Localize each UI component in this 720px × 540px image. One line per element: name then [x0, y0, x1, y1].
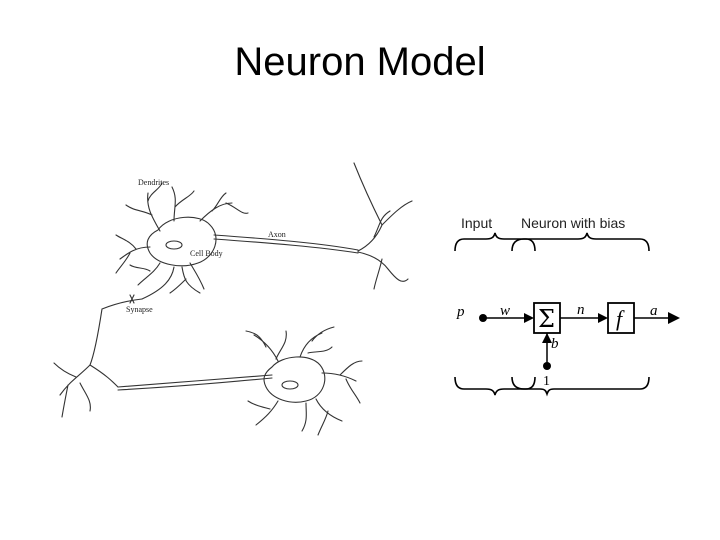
neuron-brace-top [511, 232, 650, 252]
net-symbol-n: n [577, 302, 585, 318]
transfer-symbol-f: f [616, 306, 625, 331]
neuron-brace-bottom [511, 376, 650, 397]
bias-symbol-b: b [551, 336, 559, 352]
bias-node [543, 362, 551, 370]
input-brace-bottom [454, 376, 536, 396]
output-symbol-a: a [650, 303, 658, 319]
neuron-header: Neuron with bias [521, 215, 625, 231]
input-symbol-p: p [456, 304, 465, 320]
cell-body-label: Cell Body [190, 249, 223, 258]
weight-symbol-w: w [500, 303, 510, 319]
biological-neuron-diagram: Dendrites Axon Cell Body Synapse [53, 162, 413, 436]
lower-axon [117, 374, 273, 388]
upper-axon [213, 234, 359, 251]
slide-title: Neuron Model [234, 40, 486, 84]
lower-nucleus [281, 380, 299, 390]
neuron-model-diagram: Input Neuron with bias p w Σ b n f a 1 [454, 215, 680, 397]
synapse-label: Synapse [126, 305, 153, 314]
dendrites-label: Dendrites [138, 178, 169, 187]
input-brace-top [454, 232, 536, 252]
upper-nucleus [165, 240, 183, 250]
synapse-connection [89, 298, 143, 366]
sigma-symbol: Σ [538, 305, 555, 333]
upper-cell-body [146, 216, 217, 267]
axon-label: Axon [268, 230, 286, 239]
bias-input-one: 1 [543, 374, 550, 389]
input-header: Input [461, 215, 492, 231]
lower-cell-body [263, 356, 326, 403]
